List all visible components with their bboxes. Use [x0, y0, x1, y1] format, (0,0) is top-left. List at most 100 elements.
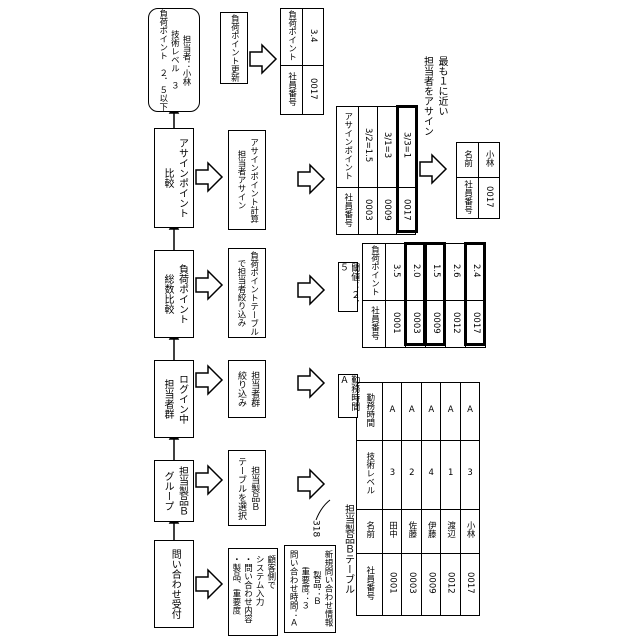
cell: 佐藤 — [402, 510, 421, 554]
cell: A — [421, 383, 440, 441]
cell: 2 — [402, 440, 421, 509]
block-arrow-4 — [196, 271, 222, 299]
highlight-row-0017 — [464, 242, 486, 346]
cell: 社員番号 — [357, 553, 383, 615]
block-arrow-9 — [298, 165, 324, 193]
action-load-line1: 負荷ポイントテーブル — [248, 251, 259, 336]
closest-label: 最も１に近い 担当者をアサイン — [420, 56, 447, 136]
block-arrow-8 — [298, 276, 324, 304]
inquiry-product: 製品：Ｂ — [311, 571, 322, 605]
cell: 0009 — [421, 553, 440, 615]
cell: A — [441, 383, 460, 441]
highlight-row-0003 — [404, 242, 426, 346]
action-filter-line1: 担当者群 — [248, 371, 259, 407]
cell: 1 — [441, 440, 460, 509]
cell: 3.4 — [302, 9, 324, 66]
step-load-point-compare: 負荷ポイント 総数比較 — [154, 250, 194, 338]
block-arrow-11 — [420, 155, 446, 183]
table-row: 社員番号 0017 — [457, 178, 500, 219]
step-assign-line2: 比較 — [161, 168, 174, 188]
action-select-line1: 担当製品Ｂ — [248, 466, 259, 511]
threshold-label: 閾値：２．５ — [338, 262, 358, 312]
work-time-label: 勤務時間Ａ — [338, 374, 358, 418]
step-assign-point-compare: アサインポイント 比較 — [154, 128, 194, 228]
step-product-group-line2: グループ — [161, 471, 174, 511]
step-assign-line1: アサインポイント — [175, 138, 188, 218]
block-arrow-7 — [298, 369, 324, 397]
highlight-row-0009 — [424, 242, 446, 346]
cell: 0017 — [302, 66, 324, 115]
cell: 伊藤 — [421, 510, 440, 554]
cell: 社員番号 — [457, 178, 479, 219]
cell: 0012 — [446, 301, 466, 348]
cell: 0003 — [402, 553, 421, 615]
result-line1: 担当者：小林 — [180, 35, 191, 86]
product-table-title: 担当製品Ｂテーブル — [341, 504, 354, 598]
result-line2: 技術レベル ３ — [169, 30, 180, 90]
cell: 4 — [421, 440, 440, 509]
cell: 勤務時間 — [357, 383, 383, 441]
block-arrow-5 — [196, 163, 222, 191]
table-row: 負荷ポイント 3.4 — [281, 9, 324, 66]
ref-318-leader — [316, 500, 330, 520]
step-load-line1: 負荷ポイント — [175, 264, 188, 324]
block-arrow-3 — [196, 366, 222, 394]
step-inquiry-receipt: 問い合わせ受付 — [154, 540, 194, 628]
result-assignee-box: 担当者：小林 技術レベル ３ 負荷ポイント ２．５以下 — [148, 8, 200, 112]
closest-line2: 担当者をアサイン — [420, 56, 433, 136]
cell: 3 — [382, 440, 401, 509]
action-select-line2: テーブルを選択 — [235, 457, 246, 520]
cell: 3.5 — [386, 244, 406, 301]
cell: 田中 — [382, 510, 401, 554]
cell: 2.6 — [446, 244, 466, 301]
step-product-group: 担当製品Ｂ グループ — [154, 460, 194, 522]
cell: 0012 — [441, 553, 460, 615]
table-row: 名前 小林 — [457, 143, 500, 178]
inquiry-time: 問い合わせ時間：Ａ — [288, 550, 299, 627]
cell: アサインポイント — [337, 107, 359, 188]
cell: A — [402, 383, 421, 441]
cell: 渡辺 — [441, 510, 460, 554]
closest-line1: 最も１に近い — [435, 56, 448, 136]
table-row: 社員番号 0001 0003 0009 0012 0017 — [357, 553, 480, 615]
inquiry-info-box: 新規問い合わせ情報 製品：Ｂ 重要度：３ 問い合わせ時間：Ａ — [284, 545, 336, 633]
cell: 負荷ポイント — [363, 244, 386, 301]
table-row: 名前 田中 佐藤 伊藤 渡辺 小林 — [357, 510, 480, 554]
action-assign-line1: アサインポイント計算 — [248, 138, 259, 223]
cell: 名前 — [357, 510, 383, 554]
cell: 技術レベル — [357, 440, 383, 509]
step-logged-in-staff: ログイン中 担当者群 — [154, 360, 194, 438]
inquiry-title: 新規問い合わせ情報 — [322, 550, 333, 627]
cell: 0017 — [460, 553, 479, 615]
cell: 社員番号 — [337, 188, 359, 235]
cell: 小林 — [460, 510, 479, 554]
cell: 小林 — [478, 143, 500, 178]
product-table: 勤務時間 A A A A A 技術レベル 3 2 4 1 3 名前 田中 佐藤 … — [356, 382, 480, 616]
ref-318: 318 — [309, 520, 320, 541]
cell: 3/1=3 — [377, 107, 396, 188]
step-inquiry-label: 問い合わせ受付 — [168, 549, 181, 619]
action-filter-line2: 絞り込み — [235, 371, 246, 407]
action-assign-line2: 担当者アサイン — [235, 150, 246, 210]
cell: 負荷ポイント — [281, 9, 303, 66]
highlight-assign-0017 — [396, 105, 418, 233]
cell: 名前 — [457, 143, 479, 178]
step-logged-in-line1: ログイン中 — [175, 374, 188, 424]
cell: 社員番号 — [363, 301, 386, 348]
cell: 0001 — [386, 301, 406, 348]
cell: 0009 — [377, 188, 396, 235]
table-row: 技術レベル 3 2 4 1 3 — [357, 440, 480, 509]
action-update-label: 負荷ポイント更新 — [229, 14, 240, 82]
cell: 社員番号 — [281, 66, 303, 115]
assigned-staff-table: 名前 小林 社員番号 0017 — [456, 142, 500, 219]
block-arrow-2 — [196, 466, 222, 494]
cell: 0017 — [478, 178, 500, 219]
updated-load-table: 負荷ポイント 3.4 社員番号 0017 — [280, 8, 324, 115]
action-select-product-table: 担当製品Ｂ テーブルを選択 — [228, 450, 266, 526]
cell: 0001 — [382, 553, 401, 615]
step-product-group-line1: 担当製品Ｂ — [175, 466, 188, 516]
action-customer-line2: システム入力 — [254, 555, 265, 606]
cell: 3 — [460, 440, 479, 509]
cell: A — [382, 383, 401, 441]
